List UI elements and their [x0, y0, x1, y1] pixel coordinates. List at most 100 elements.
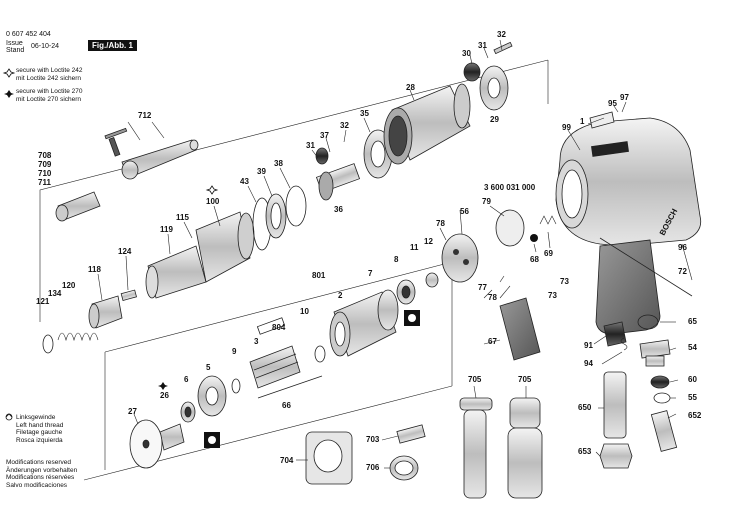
spring-69 — [539, 215, 557, 225]
rod-72 — [599, 237, 693, 297]
o-ring-65 — [637, 314, 659, 330]
part-label: 124 — [118, 247, 132, 256]
note-line: Linksgewinde — [16, 414, 56, 421]
side-handle-705-b — [507, 397, 543, 499]
note-line: Modifications reserved — [6, 459, 72, 466]
part-label: 29 — [490, 115, 499, 124]
left-thread-symbol — [5, 413, 13, 421]
part-label: 68 — [530, 255, 539, 264]
part-label: 94 — [584, 359, 593, 368]
hose-fitting-652 — [650, 410, 678, 452]
trigger-67 — [499, 297, 541, 361]
part-label: 56 — [460, 207, 469, 216]
part-label: 78 — [488, 293, 497, 302]
part-label: 710 — [38, 169, 52, 178]
valve-body-56 — [441, 233, 479, 283]
part-label: 66 — [282, 401, 291, 410]
valve-disc-79 — [495, 209, 525, 247]
part-label: 27 — [128, 407, 137, 416]
part-label: 31 — [478, 41, 487, 50]
part-label: 73 — [560, 277, 569, 286]
part-label: 804 — [272, 323, 286, 332]
nut-653 — [599, 443, 633, 469]
part-label: 67 — [488, 337, 497, 346]
part-label: 121 — [36, 297, 50, 306]
spring-94 — [620, 337, 628, 351]
part-label: 712 — [138, 111, 152, 120]
note-left-thread: Linksgewinde Left hand thread Filetage g… — [16, 414, 63, 444]
gear-shaft-36 — [315, 163, 361, 201]
part-label: 5 — [206, 363, 211, 372]
spring-120 — [57, 332, 99, 342]
part-label: 95 — [608, 99, 617, 108]
part-label: 77 — [478, 283, 487, 292]
part-label: 652 — [688, 411, 702, 420]
note-loctite-242: secure with Loctite 242 mit Loctite 242 … — [16, 67, 82, 82]
tool-holder-712 — [104, 127, 199, 180]
ball-68 — [530, 234, 538, 242]
planet-carrier-29 — [479, 65, 509, 111]
part-label: 35 — [360, 109, 369, 118]
part-label: 119 — [160, 225, 173, 234]
part-label: 32 — [340, 121, 349, 130]
sleeve-118 — [88, 295, 123, 329]
part-label: 31 — [306, 141, 315, 150]
part-label: 705 — [518, 375, 532, 384]
ring-gear-28 — [383, 83, 471, 165]
part-label: 3 — [254, 337, 259, 346]
disc-27 — [129, 419, 163, 469]
clamp-704 — [305, 431, 353, 485]
part-label: 704 — [280, 456, 294, 465]
note-modifications: Modifications reserved Änderungen vorbeh… — [6, 459, 77, 489]
part-label: 73 — [548, 291, 557, 300]
note-line: Salvo modificaciones — [6, 481, 68, 489]
part-label: 30 — [462, 49, 471, 58]
part-label: 97 — [620, 93, 629, 102]
loctite-270-marker — [158, 382, 168, 390]
note-line: Left hand thread — [16, 421, 64, 429]
part-label: 72 — [678, 267, 687, 276]
part-label: 9 — [232, 347, 237, 356]
figure-badge: Fig./Abb. 1 — [88, 40, 137, 51]
ring-39 — [265, 193, 287, 239]
part-label: 3 600 031 000 — [484, 183, 536, 192]
note-line: Rosca izquierda — [16, 436, 63, 444]
loctite-242-marker — [205, 185, 219, 195]
part-labels: 32 31 30 29 28 35 32 37 31 36 38 39 43 1… — [36, 30, 702, 472]
part-label: 43 — [240, 177, 249, 186]
part-label: 801 — [312, 271, 326, 280]
part-label: 69 — [544, 249, 553, 258]
note-line: Änderungen vorbehalten — [6, 466, 78, 474]
part-label: 709 — [38, 160, 52, 169]
bearing-26 — [204, 432, 220, 448]
rod-66 — [257, 375, 323, 399]
part-label: 708 — [38, 151, 52, 160]
part-label: 11 — [410, 243, 419, 252]
vane-804 — [256, 317, 286, 335]
part-label: 118 — [88, 265, 101, 274]
o-ring-55 — [653, 392, 671, 404]
note-line: mit Loctite 242 sichern — [16, 74, 82, 82]
part-label: 650 — [578, 403, 592, 412]
note-line: secure with Loctite 242 — [16, 67, 83, 74]
main-housing-1 — [555, 117, 702, 335]
o-ring-121 — [42, 334, 54, 354]
end-plate-12 — [425, 272, 439, 288]
part-label: 10 — [300, 307, 309, 316]
part-label: 120 — [62, 281, 76, 290]
rotor-3 — [249, 345, 301, 389]
part-label: 65 — [688, 317, 697, 326]
part-label: 115 — [176, 213, 189, 222]
ring-38 — [285, 185, 307, 227]
gear-31 — [315, 147, 329, 165]
side-handle-705-a — [459, 397, 493, 499]
part-label: 705 — [468, 375, 482, 384]
part-label: 2 — [338, 291, 343, 300]
chuck-708 — [55, 191, 101, 222]
stud-703 — [396, 424, 426, 444]
note-line: Modifications réservées — [6, 474, 75, 481]
document-number: 0 607 452 404 — [6, 31, 51, 38]
part-label: 6 — [184, 375, 189, 384]
screw-124 — [120, 289, 137, 301]
